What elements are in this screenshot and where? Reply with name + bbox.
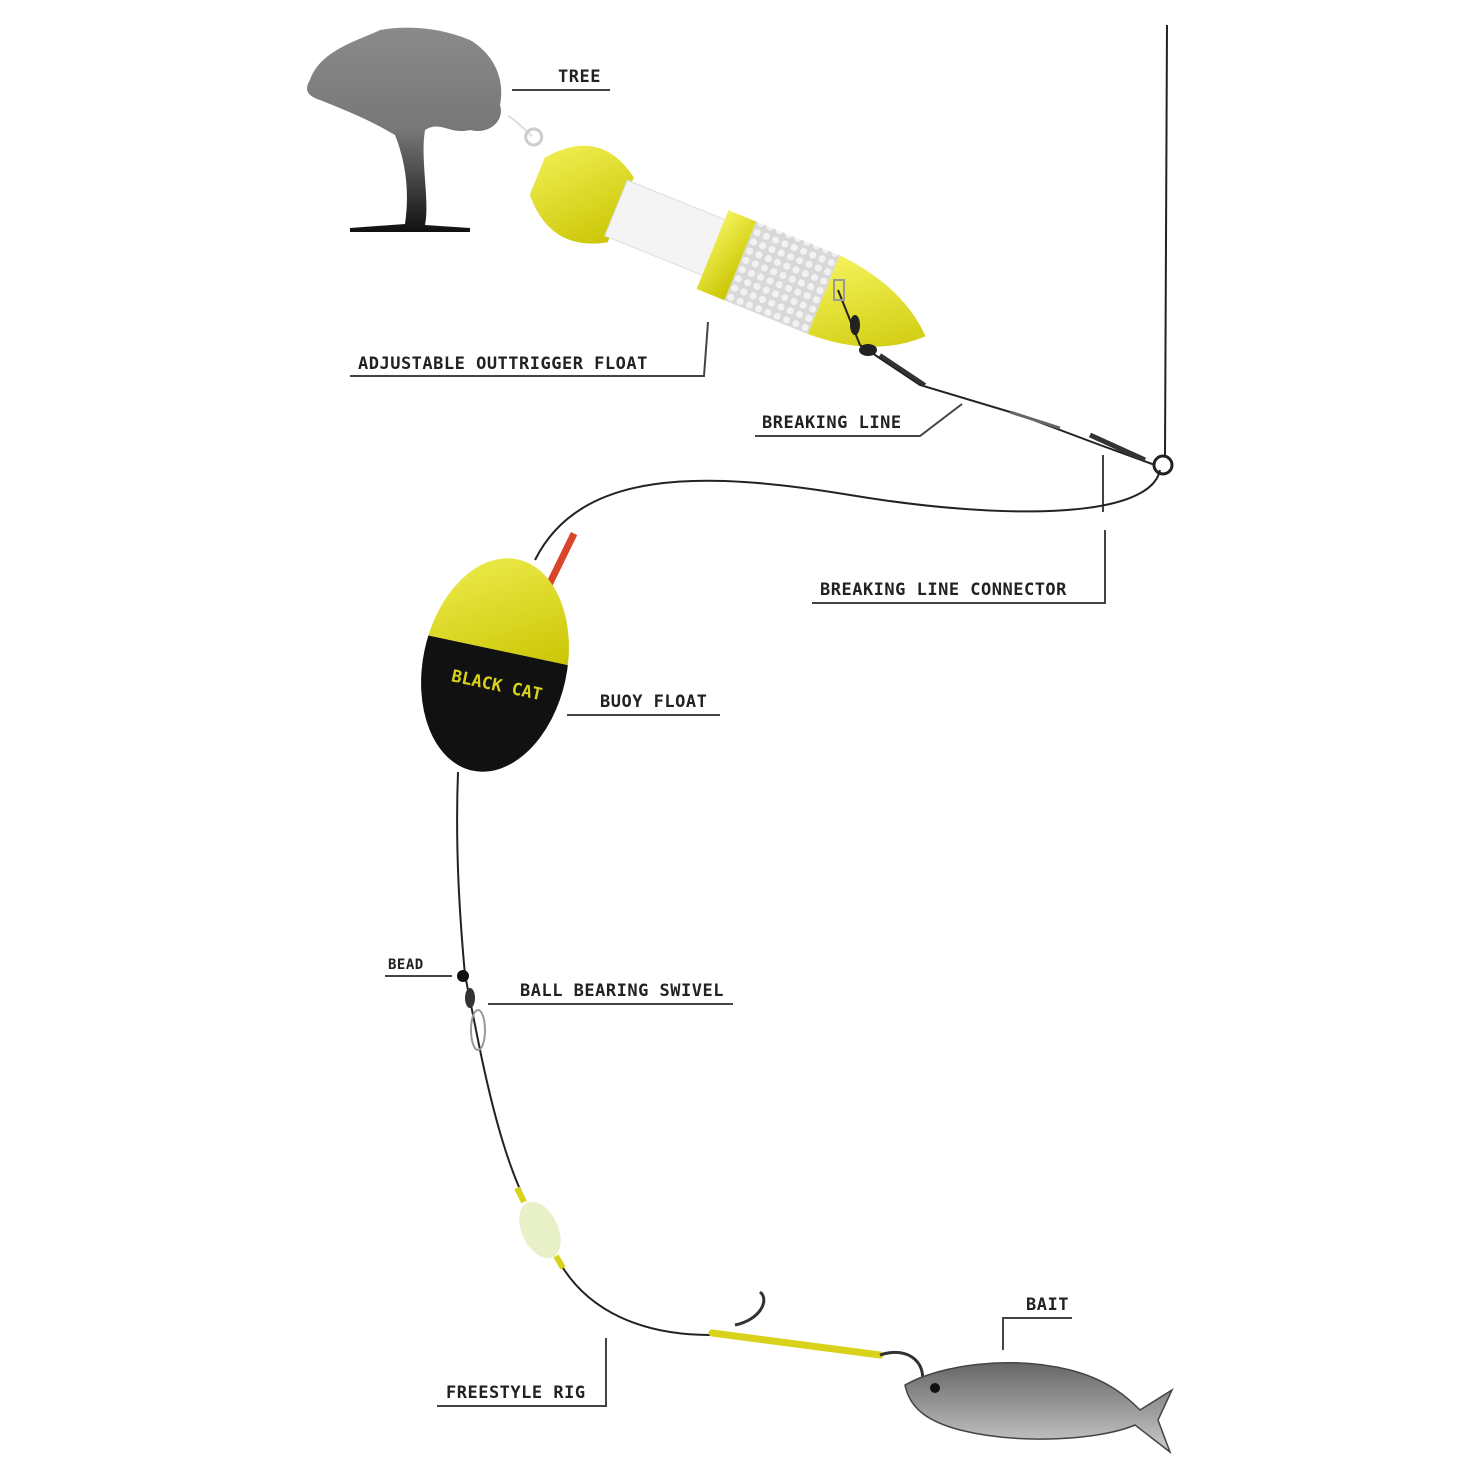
leader-line	[456, 771, 526, 1201]
label-bead: BEAD	[388, 957, 424, 973]
outrigger-leader	[350, 321, 709, 377]
label-freestyle-rig: FREESTYLE RIG	[446, 1383, 586, 1403]
bait-leader	[1002, 1317, 1072, 1350]
breaking-line-leader	[755, 403, 963, 437]
fish-icon	[904, 1362, 1174, 1455]
main-line-curve	[534, 469, 1161, 561]
label-buoy-float: BUOY FLOAT	[600, 692, 707, 712]
outrigger-float	[507, 114, 926, 347]
label-breaking-line: BREAKING LINE	[762, 413, 902, 433]
label-tree: TREE	[558, 67, 601, 87]
tree-icon	[307, 27, 502, 232]
breaking-line	[837, 289, 1156, 466]
hooklink	[562, 1267, 711, 1336]
ring-icon	[1152, 454, 1174, 476]
label-ball-bearing-swivel: BALL BEARING SWIVEL	[520, 981, 724, 1001]
connector-leader	[812, 455, 1106, 604]
bead-icon	[457, 970, 469, 982]
hook-icon	[734, 1290, 766, 1327]
label-outrigger-float: ADJUSTABLE OUTTRIGGER FLOAT	[358, 354, 648, 374]
rig-leader	[437, 1338, 607, 1407]
ball-bearing-swivel-icon	[465, 988, 486, 1051]
hook-sleeve	[708, 1329, 884, 1359]
swivel-icon	[833, 279, 1147, 463]
label-breaking-line-connector: BREAKING LINE CONNECTOR	[820, 580, 1067, 600]
main-line	[1164, 24, 1168, 456]
rig-float-icon	[514, 1186, 566, 1270]
label-bait: BAIT	[1026, 1295, 1069, 1315]
buoy-float: BLACK CAT	[402, 532, 588, 786]
